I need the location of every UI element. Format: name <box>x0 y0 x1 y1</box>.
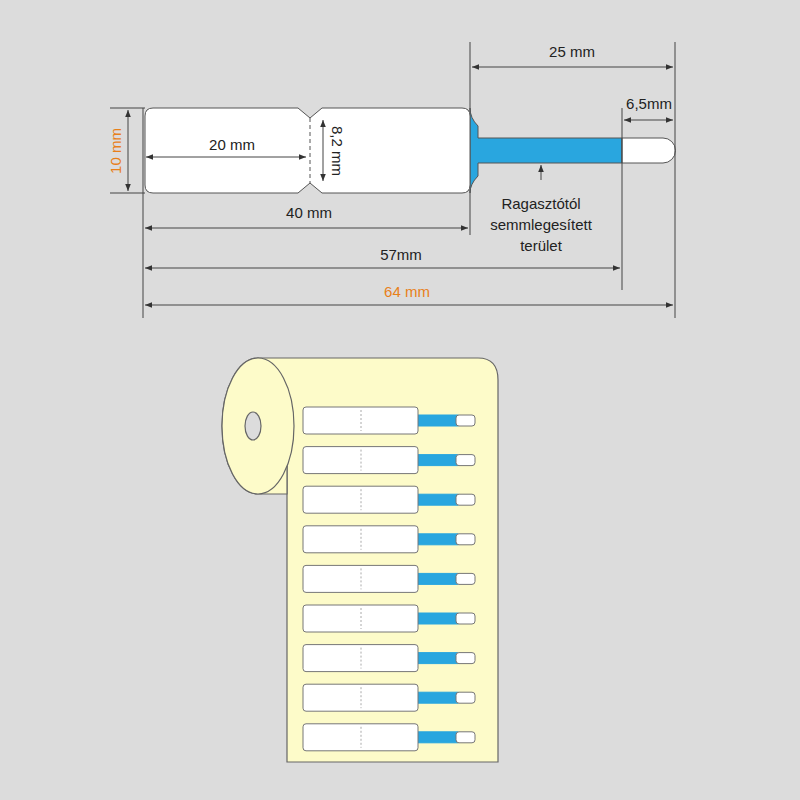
roll-label <box>303 684 475 711</box>
label-roll <box>222 358 498 762</box>
dimension-label: 10 mm <box>107 128 125 174</box>
roll-label <box>303 526 475 553</box>
callout-note: Ragasztótól semmlegesített terület <box>479 193 604 256</box>
dimension-label: 20 mm <box>209 136 255 154</box>
label-outline <box>145 108 675 193</box>
roll-label <box>303 605 475 632</box>
dimension-lines <box>110 42 675 318</box>
roll-label <box>303 645 475 672</box>
roll-label <box>303 447 475 474</box>
dimension-label: 40 mm <box>286 204 332 222</box>
roll-label <box>303 724 475 751</box>
dimension-label: 6,5mm <box>626 95 672 113</box>
dimension-label: 8,2 mm <box>328 126 346 176</box>
dimension-label: 25 mm <box>549 43 595 61</box>
roll-label <box>303 407 475 434</box>
dimension-label: 57mm <box>380 246 422 264</box>
roll-label <box>303 565 475 592</box>
roll-labels <box>303 407 475 751</box>
roll-label <box>303 486 475 513</box>
dimension-label: 64 mm <box>384 283 430 301</box>
